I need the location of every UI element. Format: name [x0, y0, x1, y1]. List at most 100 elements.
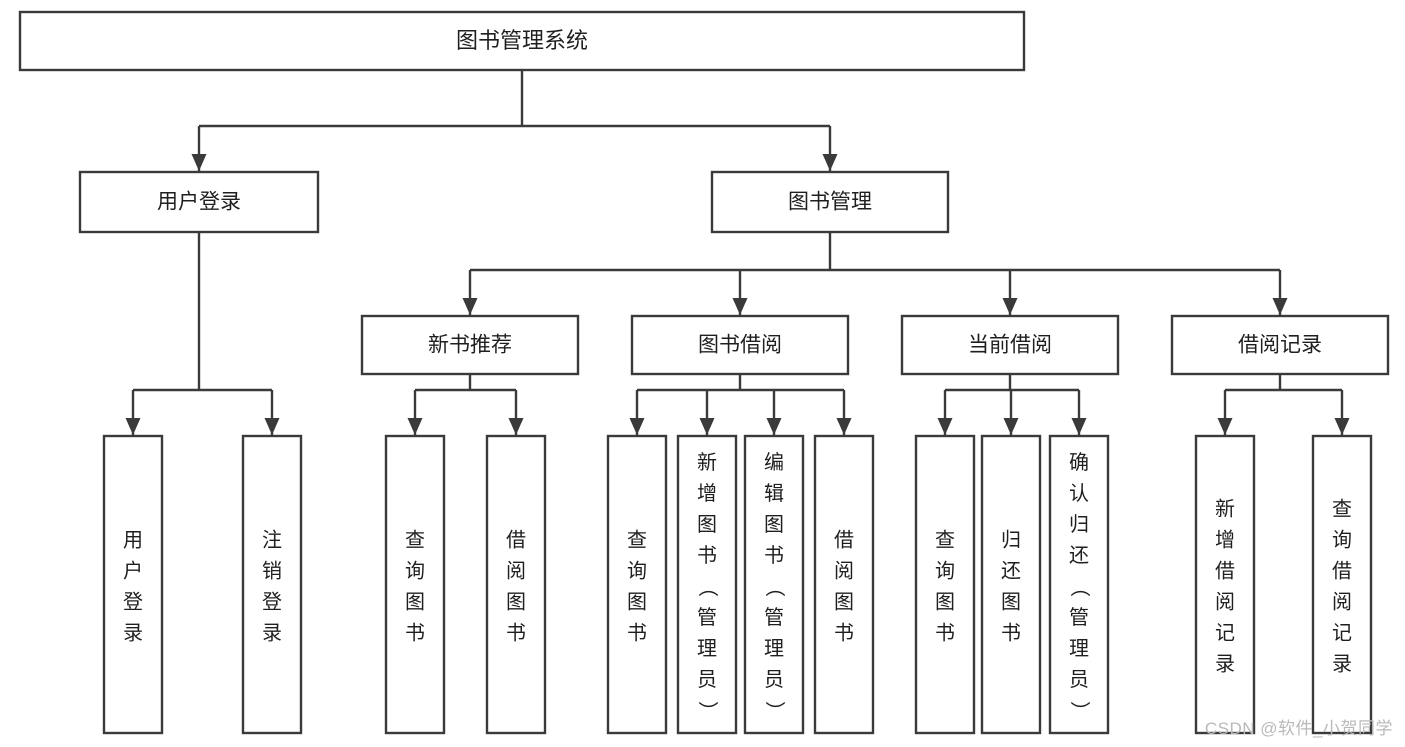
node-leaf-borrow-book-1[interactable] [485, 434, 547, 735]
svg-text:书: 书 [506, 622, 526, 645]
svg-text:员: 员 [1069, 669, 1089, 691]
node-book-management[interactable] [710, 170, 950, 234]
svg-text:管: 管 [764, 606, 784, 629]
node-leaf-add-book[interactable] [676, 434, 738, 735]
node-book-management-label: 图书管理 [788, 191, 872, 214]
arrow-head-icon [508, 418, 524, 435]
svg-text:新: 新 [697, 451, 717, 474]
svg-text:询: 询 [935, 560, 955, 583]
svg-text:记: 记 [1332, 622, 1352, 645]
arrow-head-icon [732, 298, 748, 315]
svg-text:增: 增 [1215, 529, 1235, 552]
labels-layer: 图书管理系统用户登录图书管理新书推荐图书借阅当前借阅借阅记录用户登录注销登录查询… [123, 28, 1352, 721]
svg-text:录: 录 [123, 623, 143, 645]
arrow-head-icon [1217, 418, 1233, 435]
svg-text:新: 新 [1215, 498, 1235, 521]
svg-text:借: 借 [1332, 560, 1352, 583]
svg-text:查: 查 [1332, 498, 1352, 521]
node-leaf-edit-book[interactable] [743, 434, 805, 735]
svg-text:书: 书 [405, 622, 425, 645]
node-leaf-borrow-book-2[interactable] [813, 434, 875, 735]
arrow-head-icon [766, 418, 782, 435]
node-leaf-logout[interactable] [241, 434, 303, 735]
svg-text:）: ） [1068, 701, 1091, 721]
svg-text:记: 记 [1215, 622, 1235, 645]
node-leaf-query-book-1[interactable] [384, 434, 446, 735]
svg-text:辑: 辑 [764, 482, 784, 505]
svg-text:录: 录 [262, 623, 282, 645]
node-leaf-return-book[interactable] [980, 434, 1042, 735]
arrow-head-icon [1003, 418, 1019, 435]
svg-text:（: （ [696, 577, 719, 597]
svg-text:阅: 阅 [1332, 591, 1352, 614]
svg-text:还: 还 [1069, 544, 1089, 567]
arrow-head-icon [836, 418, 852, 435]
node-leaf-confirm-return[interactable] [1048, 434, 1110, 735]
node-leaf-query-record[interactable] [1311, 434, 1373, 735]
svg-text:书: 书 [1001, 622, 1021, 645]
node-root-label: 图书管理系统 [456, 28, 588, 53]
svg-text:书: 书 [697, 544, 717, 567]
arrow-head-icon [264, 418, 280, 435]
svg-text:确: 确 [1069, 451, 1089, 474]
arrow-head-icon [462, 298, 478, 315]
csdn-watermark: CSDN @软件_小贺同学 [1204, 719, 1393, 738]
node-user-login[interactable] [78, 170, 320, 234]
svg-text:（: （ [763, 577, 786, 597]
svg-text:增: 增 [697, 482, 717, 505]
svg-text:图: 图 [405, 592, 425, 614]
svg-text:书: 书 [764, 544, 784, 567]
arrow-head-icon [407, 418, 423, 435]
node-borrow-record-label: 借阅记录 [1238, 334, 1322, 357]
node-new-book-recommend[interactable] [360, 314, 580, 376]
node-leaf-query-book-2[interactable] [606, 434, 668, 735]
svg-text:图: 图 [506, 592, 526, 614]
svg-text:录: 录 [1215, 654, 1235, 676]
svg-text:查: 查 [627, 529, 647, 552]
svg-text:户: 户 [123, 560, 143, 583]
svg-text:编: 编 [764, 451, 784, 474]
connectors-layer [125, 70, 1350, 435]
arrow-head-icon [629, 418, 645, 435]
svg-text:理: 理 [764, 638, 784, 660]
svg-text:还: 还 [1001, 560, 1021, 583]
node-current-borrow[interactable] [900, 314, 1120, 376]
node-borrow-record[interactable] [1170, 314, 1390, 376]
node-leaf-query-book-3[interactable] [914, 434, 976, 735]
svg-text:登: 登 [262, 591, 282, 614]
svg-text:询: 询 [405, 560, 425, 583]
arrow-head-icon [937, 418, 953, 435]
svg-text:认: 认 [1069, 482, 1089, 505]
node-root[interactable] [18, 10, 1026, 72]
arrow-head-icon [125, 418, 141, 435]
node-current-borrow-label: 当前借阅 [968, 334, 1052, 357]
svg-text:图: 图 [764, 514, 784, 536]
svg-text:）: ） [763, 701, 786, 721]
node-book-borrow-label: 图书借阅 [698, 334, 782, 357]
svg-text:用: 用 [123, 530, 143, 552]
node-leaf-user-login-label: 用户登录 [123, 530, 143, 645]
node-leaf-user-login[interactable] [102, 434, 164, 735]
svg-text:查: 查 [935, 529, 955, 552]
svg-text:员: 员 [764, 669, 784, 691]
svg-text:销: 销 [262, 560, 282, 583]
arrow-head-icon [699, 418, 715, 435]
svg-text:员: 员 [697, 669, 717, 691]
svg-text:理: 理 [1069, 638, 1089, 660]
svg-text:借: 借 [834, 529, 854, 552]
svg-text:）: ） [696, 701, 719, 721]
node-book-borrow[interactable] [630, 314, 850, 376]
svg-text:登: 登 [123, 591, 143, 614]
svg-text:图: 图 [627, 592, 647, 614]
node-leaf-add-record[interactable] [1194, 434, 1256, 735]
svg-text:询: 询 [627, 560, 647, 583]
